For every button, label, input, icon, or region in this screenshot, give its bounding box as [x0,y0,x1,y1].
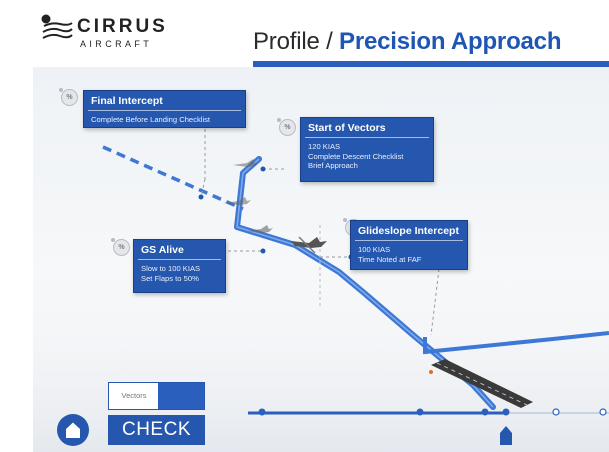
timeline-stop[interactable] [552,408,560,416]
callout-line: Set Flaps to 50% [141,273,199,283]
airplane-icon [223,197,251,205]
title-underline [253,61,609,67]
callout-divider [138,259,221,260]
percent-badge-icon: % [277,118,296,136]
callout-title: Final Intercept [91,95,163,107]
home-icon [66,422,80,438]
leader-line-final-intercept-tail [200,178,206,198]
marker-gs-alive [260,248,266,254]
cirrus-logo: CIRRUS AIRCRAFT [40,12,190,52]
callout-divider [305,137,429,138]
callout-body: 120 KIAS Complete Descent Checklist Brie… [301,138,433,175]
runway-light [429,370,433,374]
page-title-accent: Precision Approach [339,28,562,55]
callout-body: 100 KIAS Time Noted at FAF [351,241,467,268]
timeline-stop[interactable] [481,408,489,416]
callout-body: Complete Before Landing Checklist [84,111,245,129]
percent-badge-icon: % [111,238,130,256]
airplane-icon [291,236,327,254]
percent-badge-icon: % [59,88,78,106]
approach-timeline[interactable] [248,398,609,452]
check-button[interactable]: CHECK [108,415,205,445]
page-title: Profile / Precision Approach [253,28,561,56]
callout-divider [355,240,463,241]
page-title-main: Profile / [253,28,340,55]
mode-toggle-label: Vectors [121,391,147,400]
timeline-stop[interactable] [502,408,510,416]
callout-line: 100 KIAS [358,245,391,254]
callout-title: Glideslope Intercept [358,225,459,237]
callout-title: GS Alive [141,244,184,256]
runway-centerline [436,362,528,406]
callout-line: Time Noted at FAF [358,254,422,264]
callout-body: Slow to 100 KIAS Set Flaps to 50% [134,260,225,287]
home-button[interactable] [57,414,89,446]
cirrus-logo-icon [41,14,73,39]
brand-name: CIRRUS [77,16,168,37]
marker-vectors [260,166,266,172]
callout-line: Complete Descent Checklist [308,151,404,161]
callout-line: Slow to 100 KIAS [141,264,201,273]
mode-toggle[interactable]: Vectors [108,382,205,410]
marker-final-intercept [198,194,204,200]
timeline-stop[interactable] [258,408,266,416]
callout-final-intercept[interactable]: Final Intercept Complete Before Landing … [83,90,246,128]
airplane-icon [233,159,259,167]
dashed-course-line [102,145,244,211]
callout-line: Complete Before Landing Checklist [91,115,211,124]
callout-gs-alive[interactable]: GS Alive Slow to 100 KIAS Set Flaps to 5… [133,239,226,293]
header: CIRRUS AIRCRAFT Profile / Precision Appr… [0,0,609,67]
callout-divider [88,110,241,111]
leader-line-glideslope-tail [430,268,440,336]
missed-approach-path [423,331,609,355]
callout-line: 120 KIAS [308,142,341,151]
brand-sub: AIRCRAFT [80,39,153,49]
timeline-stop[interactable] [416,408,424,416]
callout-title: Start of Vectors [308,122,386,134]
callout-glideslope-intercept[interactable]: Glideslope Intercept 100 KIAS Time Noted… [350,220,468,270]
timeline-scrubber-handle[interactable] [500,426,512,445]
mode-toggle-knob[interactable] [158,383,204,409]
runway [431,359,533,408]
callout-start-of-vectors[interactable]: Start of Vectors 120 KIAS Complete Desce… [300,117,434,182]
airplane-icon [247,225,273,233]
timeline-stop[interactable] [599,408,607,416]
callout-line: Brief Approach [308,161,358,170]
